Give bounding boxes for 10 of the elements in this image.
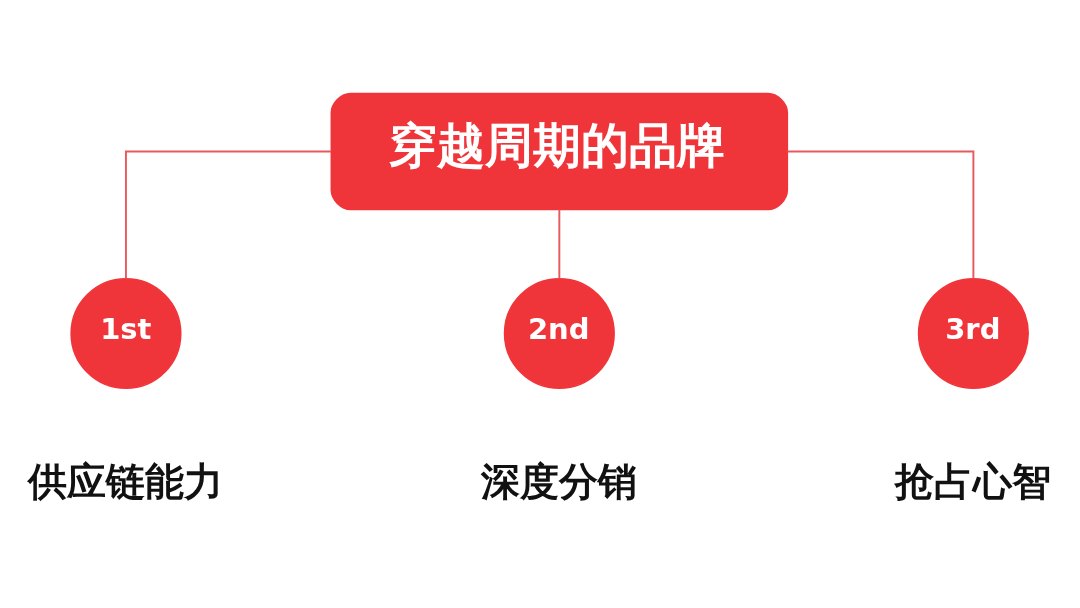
- node-circle: 3rd: [917, 277, 1029, 389]
- node-box: 穿越周期的品牌: [330, 92, 789, 210]
- node-circle: 2nd: [503, 277, 615, 389]
- connector: [558, 208, 561, 279]
- node-label: 抢占心智: [895, 458, 1052, 504]
- node-label: 供应链能力: [28, 458, 224, 504]
- connector: [786, 149, 975, 279]
- connector: [124, 149, 333, 279]
- node-label: 深度分销: [481, 458, 638, 504]
- node-circle: 1st: [70, 277, 182, 389]
